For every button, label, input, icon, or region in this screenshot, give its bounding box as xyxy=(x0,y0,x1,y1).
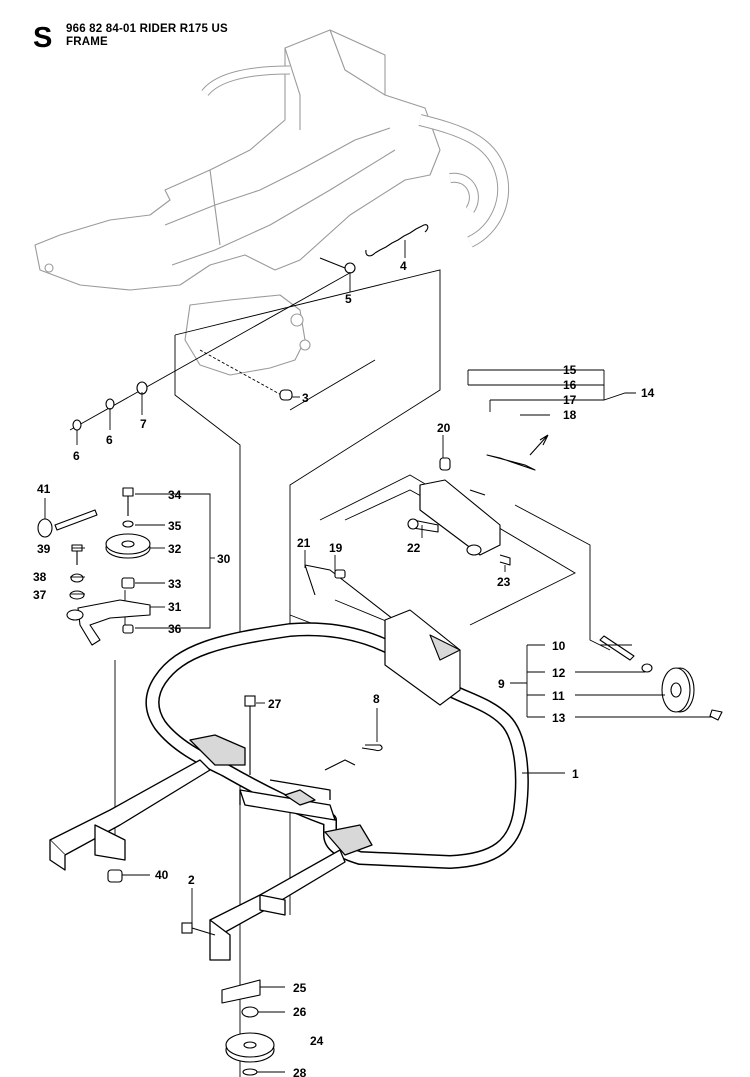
callout-9: 9 xyxy=(498,677,505,691)
callout-labels: 1 2 3 4 5 6 6 7 8 9 10 11 12 13 14 15 16… xyxy=(33,259,655,1077)
callout-6-b: 6 xyxy=(73,449,80,463)
gauge-wheel-assy xyxy=(599,635,723,721)
callout-32: 32 xyxy=(168,542,182,556)
callout-6-a: 6 xyxy=(106,433,113,447)
callout-12: 12 xyxy=(552,666,566,680)
callout-13: 13 xyxy=(552,711,566,725)
pivot-bracket-assy xyxy=(407,434,549,566)
callout-20: 20 xyxy=(437,421,451,435)
callout-37: 37 xyxy=(33,588,47,602)
callout-11: 11 xyxy=(552,689,565,703)
callout-5: 5 xyxy=(345,292,352,306)
callout-28: 28 xyxy=(293,1066,307,1077)
callout-3: 3 xyxy=(302,391,309,405)
callout-23: 23 xyxy=(497,575,511,589)
callout-19: 19 xyxy=(329,541,343,555)
callout-14: 14 xyxy=(641,386,655,400)
model-title: 966 82 84-01 RIDER R175 US xyxy=(66,23,228,35)
callout-18: 18 xyxy=(563,408,577,422)
callout-40: 40 xyxy=(155,868,169,882)
callout-38: 38 xyxy=(33,570,47,584)
callout-36: 36 xyxy=(168,622,182,636)
callout-7: 7 xyxy=(140,417,147,431)
callout-24: 24 xyxy=(310,1034,324,1048)
callout-27: 27 xyxy=(268,697,282,711)
left-idler-assy xyxy=(37,487,151,883)
callout-21: 21 xyxy=(297,536,311,550)
callout-2: 2 xyxy=(188,873,195,887)
callout-41: 41 xyxy=(37,482,51,496)
callout-4: 4 xyxy=(400,259,407,273)
pins-and-bolts xyxy=(181,695,383,936)
callout-17: 17 xyxy=(563,393,577,407)
callout-16: 16 xyxy=(563,378,577,392)
callout-33: 33 xyxy=(168,577,182,591)
section-title: FRAME xyxy=(66,36,108,48)
callout-22: 22 xyxy=(407,541,421,555)
callout-15: 15 xyxy=(563,363,577,377)
rod-bracket-assy xyxy=(304,564,461,706)
callout-1: 1 xyxy=(572,767,579,781)
callout-leaders xyxy=(44,240,712,1073)
callout-10: 10 xyxy=(552,639,566,653)
callout-8: 8 xyxy=(373,692,380,706)
section-letter: S xyxy=(33,22,53,54)
callout-35: 35 xyxy=(168,519,182,533)
callout-26: 26 xyxy=(293,1005,307,1019)
callout-31: 31 xyxy=(168,600,182,614)
callout-30: 30 xyxy=(217,552,231,566)
callout-39: 39 xyxy=(37,542,51,556)
callout-25: 25 xyxy=(293,981,307,995)
spring-and-eyebolt xyxy=(72,224,429,431)
ghost-chassis xyxy=(34,29,510,376)
bottom-pulley-assy xyxy=(221,979,275,1076)
callout-34: 34 xyxy=(168,488,182,502)
